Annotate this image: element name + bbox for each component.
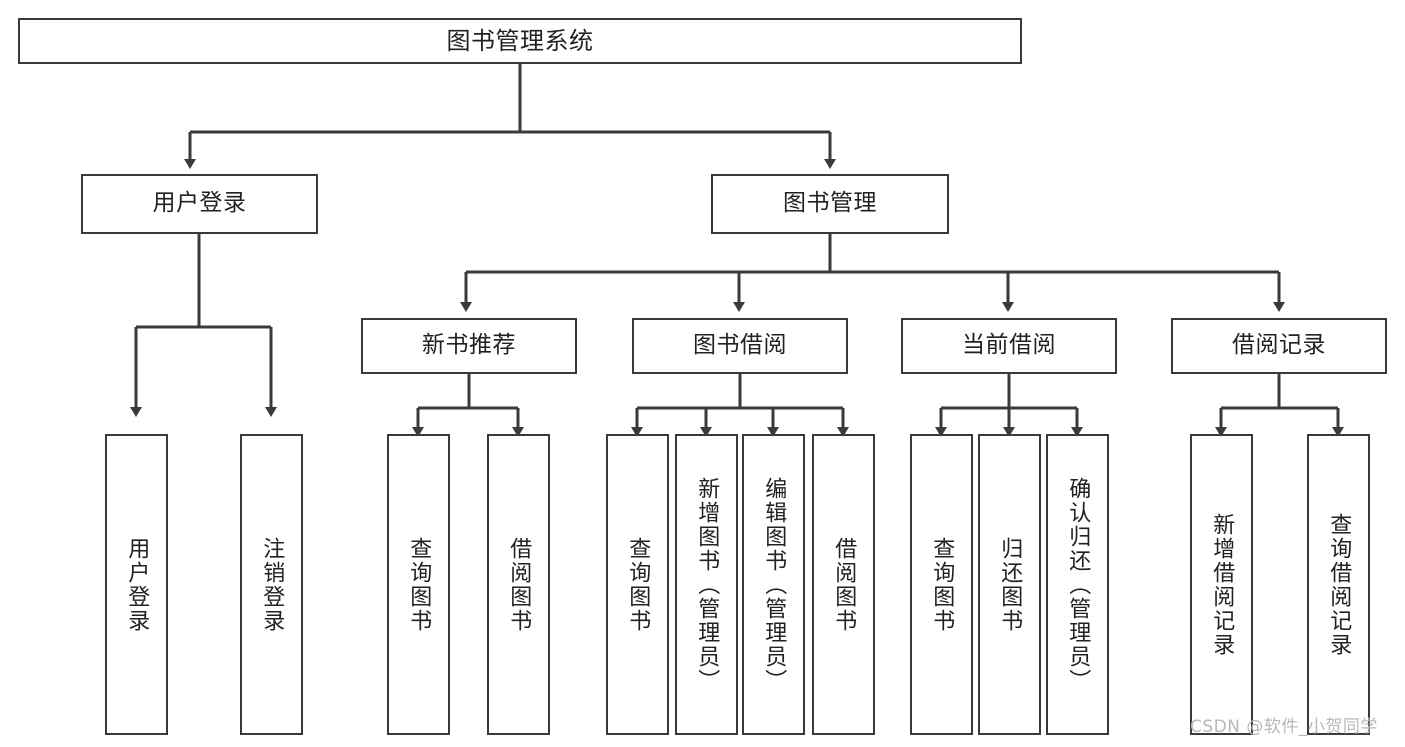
node-leaf-borrow-book-1[interactable]: 借阅图书 (487, 434, 550, 735)
csdn-watermark: CSDN @软件_小贺同学 (1190, 717, 1378, 737)
node-leaf-borrow-book-2[interactable]: 借阅图书 (812, 434, 875, 735)
node-book-manage[interactable]: 图书管理 (711, 174, 949, 234)
node-leaf-user-login[interactable]: 用户登录 (105, 434, 168, 735)
node-leaf-query-book-2[interactable]: 查询图书 (606, 434, 669, 735)
node-leaf-add-book[interactable]: 新增图书（管理员） (675, 434, 738, 735)
node-book-borrow[interactable]: 图书借阅 (632, 318, 848, 374)
node-new-book-recommend[interactable]: 新书推荐 (361, 318, 577, 374)
node-root[interactable]: 图书管理系统 (18, 18, 1022, 64)
node-leaf-add-record[interactable]: 新增借阅记录 (1190, 434, 1253, 735)
node-borrow-record[interactable]: 借阅记录 (1171, 318, 1387, 374)
node-leaf-return-book[interactable]: 归还图书 (978, 434, 1041, 735)
node-leaf-query-record[interactable]: 查询借阅记录 (1307, 434, 1370, 735)
node-leaf-logout[interactable]: 注销登录 (240, 434, 303, 735)
node-leaf-confirm-return[interactable]: 确认归还（管理员） (1046, 434, 1109, 735)
node-user-login[interactable]: 用户登录 (81, 174, 318, 234)
node-leaf-edit-book[interactable]: 编辑图书（管理员） (742, 434, 805, 735)
node-leaf-query-book-3[interactable]: 查询图书 (910, 434, 973, 735)
node-current-borrow[interactable]: 当前借阅 (901, 318, 1117, 374)
node-leaf-query-book-1[interactable]: 查询图书 (387, 434, 450, 735)
